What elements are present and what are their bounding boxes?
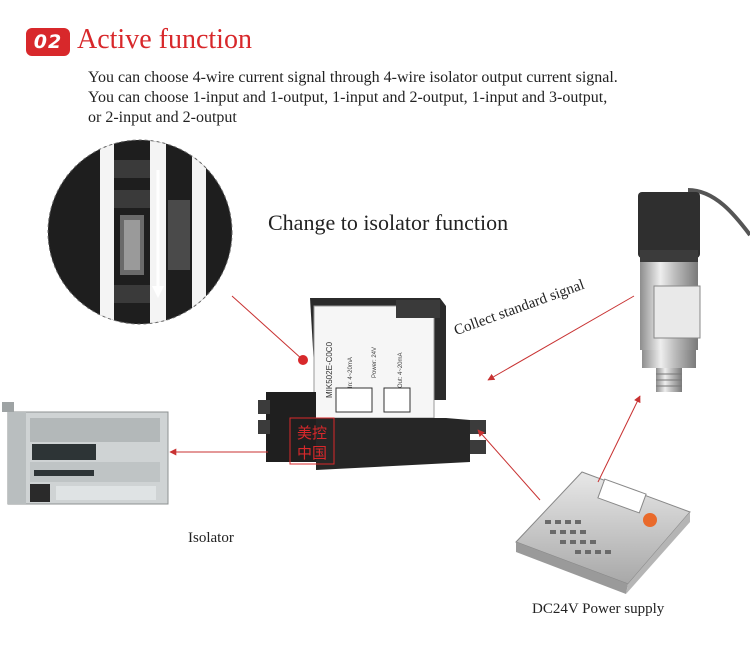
power-supply [515, 471, 691, 594]
callout-title: Change to isolator function [268, 210, 509, 235]
connection-arrows [169, 295, 641, 501]
brand-top: 美控 [297, 424, 327, 442]
description-line-2: You can choose 1-input and 1-output, 1-i… [88, 89, 608, 106]
label-isolator: Isolator [188, 530, 234, 546]
arrow-zoom-to-module [231, 295, 304, 361]
device-power: Power: 24V [372, 347, 378, 378]
device-input: In: 4~20mA [348, 357, 354, 388]
description-line-3: or 2-input and 2-output [88, 109, 237, 126]
arrow-psu-to-module [477, 429, 541, 501]
section-title: Active function [77, 24, 252, 55]
device-model: MIK502E-C0C0 [325, 341, 334, 398]
label-power-supply: DC24V Power supply [532, 601, 665, 617]
brand-bottom: 中国 [297, 444, 327, 462]
zoom-circle [47, 139, 233, 325]
arrow-psu-to-transmitter [597, 395, 641, 483]
plc-device [2, 402, 169, 505]
arrow-transmitter-to-module [487, 295, 635, 381]
description: You can choose 4-wire current signal thr… [88, 68, 728, 128]
section-badge: 02 [26, 28, 70, 56]
device-output: Out: 4~20mA [398, 352, 404, 388]
description-line-1: You can choose 4-wire current signal thr… [88, 69, 618, 86]
isolator-module: 美控 中国 MIK502E-C0C0 In: 4~20mA Power: 24V… [258, 298, 486, 470]
pressure-transmitter [638, 188, 750, 392]
